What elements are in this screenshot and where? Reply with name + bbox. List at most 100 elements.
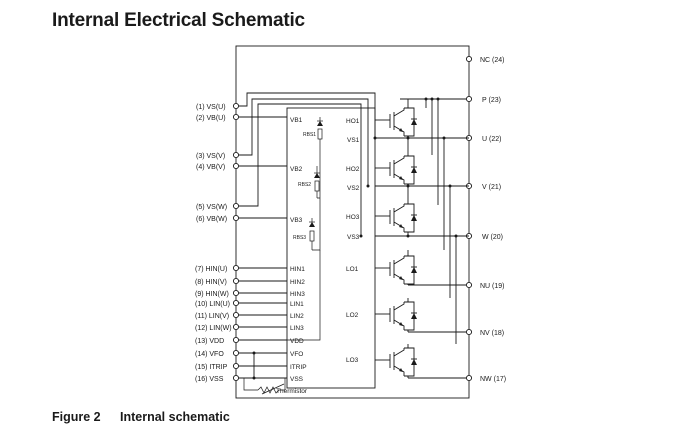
resistor-icon: [309, 230, 315, 242]
freewheel-diode-icon: [411, 119, 417, 125]
ic-pin-hin1: HIN1: [290, 266, 305, 273]
pin-label-vb-u: (2) VB(U): [196, 115, 226, 122]
page-title: Internal Electrical Schematic: [52, 10, 305, 31]
pin-vs-u: [232, 102, 240, 110]
ic-pin-lin1: LIN1: [290, 301, 304, 308]
ic-left-pin-labels: VB1 VB2 VB3 HIN1 HIN2 HIN3 LIN1 LIN2 LIN…: [290, 117, 307, 383]
pin-nv: [465, 328, 473, 336]
gate-wiring: [375, 119, 469, 361]
pin-vb-w: [232, 214, 240, 222]
pin-label-hin-u: (7) HIN(U): [195, 266, 227, 273]
pin-label-vb-v: (4) VB(V): [196, 164, 225, 171]
ic-pin-vs2: VS2: [347, 185, 360, 192]
pin-label-vfo: (14) VFO: [195, 351, 224, 358]
pin-label-lin-w: (12) LIN(W): [195, 325, 232, 332]
pin-hin-u: [232, 264, 240, 272]
pin-label-nu: NU (19): [480, 283, 505, 290]
resistor-label-rbs1: RBS1: [303, 132, 316, 138]
ic-pin-vfo: VFO: [290, 351, 303, 358]
ic-pin-vb1: VB1: [290, 117, 303, 124]
ic-pin-lo3: LO3: [346, 357, 359, 364]
pin-vfo: [232, 349, 240, 357]
ic-pin-vs1: VS1: [347, 137, 360, 144]
igbt-icon: [389, 298, 417, 332]
pin-vss: [232, 374, 240, 382]
ic-pin-hin2: HIN2: [290, 279, 305, 286]
igbt-icon: [389, 99, 417, 138]
pin-label-hin-v: (8) HIN(V): [195, 279, 227, 286]
igbt-icon: [389, 186, 417, 236]
pin-lin-v: [232, 311, 240, 319]
ic-pin-ho1: HO1: [346, 118, 360, 125]
module-outline: [235, 45, 470, 399]
pin-p: [465, 95, 473, 103]
thermistor-label: Thermistor: [276, 388, 308, 395]
pin-vdd: [232, 336, 240, 344]
pin-label-nv: NV (18): [480, 330, 504, 337]
ic-pin-lo2: LO2: [346, 312, 359, 319]
igbt-icon: [389, 138, 417, 186]
pin-label-v: V (21): [482, 184, 501, 191]
pin-label-vb-w: (6) VB(W): [196, 216, 227, 223]
pin-nu: [465, 281, 473, 289]
pin-nw: [465, 374, 473, 382]
pin-label-lin-v: (11) LIN(V): [195, 313, 229, 320]
resistor-label-rbs3: RBS3: [293, 235, 306, 241]
figure-caption: Internal schematic: [120, 410, 230, 424]
pin-nc: [465, 55, 473, 63]
bootstrap-diode-icon: [309, 222, 315, 227]
pin-label-vs-v: (3) VS(V): [196, 153, 225, 160]
figure-label: Figure 2: [52, 410, 101, 424]
resistor-label-rbs2: RBS2: [298, 182, 311, 188]
power-wiring: [359, 97, 467, 379]
pin-vb-u: [232, 113, 240, 121]
ic-pin-itrip: ITRIP: [290, 364, 307, 371]
input-wiring: [238, 92, 376, 395]
right-pins: NC (24) P (23) U (22) V (21) W (20) NU (…: [465, 55, 506, 383]
ic-pin-ho3: HO3: [346, 214, 360, 221]
pin-label-p: P (23): [482, 97, 501, 104]
pin-label-lin-u: (10) LIN(U): [195, 301, 230, 308]
ic-pin-vb2: VB2: [290, 166, 303, 173]
ic-pin-vs3: VS3: [347, 234, 360, 241]
pin-label-itrip: (15) ITRIP: [195, 364, 228, 371]
pin-label-vss: (16) VSS: [195, 376, 224, 383]
pin-vs-v: [232, 151, 240, 159]
ic-right-pin-labels: HO1 VS1 HO2 VS2 HO3 VS3 LO1 LO2 LO3: [346, 118, 360, 364]
pin-label-u: U (22): [482, 136, 501, 143]
pin-label-nc: NC (24): [480, 57, 505, 64]
resistor-icon: [314, 180, 320, 192]
ic-pin-hin3: HIN3: [290, 291, 305, 298]
igbt-icon: [389, 344, 417, 378]
left-pin-labels: (1) VS(U) (2) VB(U) (3) VS(V) (4) VB(V) …: [195, 104, 232, 383]
ic-pin-vss: VSS: [290, 376, 304, 383]
bootstrap-diode-icon: [314, 173, 320, 178]
igbt-icon: [389, 250, 417, 285]
pin-label-hin-w: (9) HIN(W): [195, 291, 229, 298]
driver-ic-box: [286, 107, 376, 389]
pin-vb-v: [232, 162, 240, 170]
freewheel-diode-icon: [411, 267, 417, 273]
resistor-icon: [317, 128, 323, 140]
ic-pin-vb3: VB3: [290, 217, 303, 224]
bootstrap-diode-icon: [317, 121, 323, 126]
pin-hin-v: [232, 277, 240, 285]
ic-pin-lin2: LIN2: [290, 313, 304, 320]
ic-pin-ho2: HO2: [346, 166, 360, 173]
pin-label-vs-u: (1) VS(U): [196, 104, 226, 111]
pin-itrip: [232, 362, 240, 370]
pin-lin-u: [232, 299, 240, 307]
freewheel-diode-icon: [411, 215, 417, 221]
igbt-layer: [389, 99, 417, 378]
pin-lin-w: [232, 323, 240, 331]
pin-label-vdd: (13) VDD: [195, 338, 224, 345]
left-pins: [232, 102, 240, 382]
ic-pin-lo1: LO1: [346, 266, 359, 273]
pin-vs-w: [232, 202, 240, 210]
ic-pin-lin3: LIN3: [290, 325, 304, 332]
pin-label-w: W (20): [482, 234, 503, 241]
freewheel-diode-icon: [411, 359, 417, 365]
ic-pin-vdd: VDD: [290, 338, 304, 345]
pin-hin-w: [232, 289, 240, 297]
